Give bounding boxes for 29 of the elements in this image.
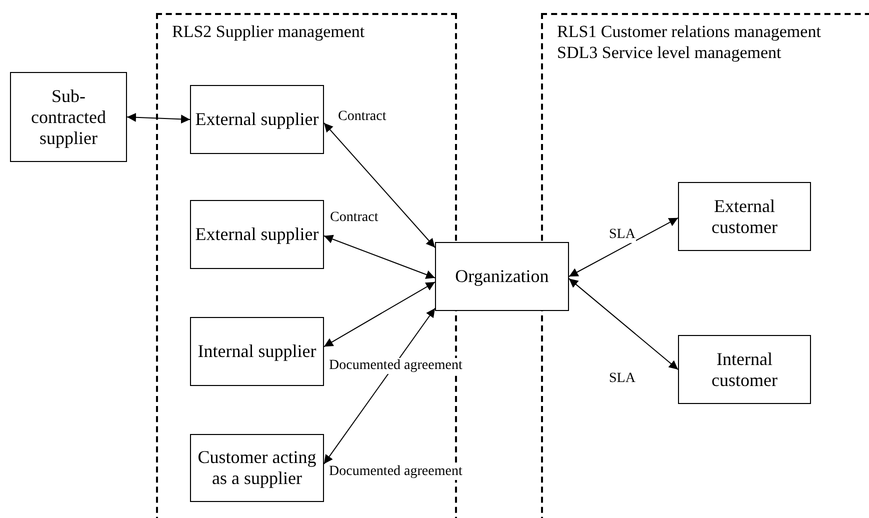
process-box <box>678 182 811 251</box>
double-arrow <box>568 217 678 277</box>
box-label: Organization <box>455 266 549 287</box>
region-heading: RLS1 Customer relations management <box>557 21 821 42</box>
double-arrow <box>568 278 678 370</box>
box-label: Internal supplier <box>198 341 316 362</box>
double-arrow <box>324 282 436 348</box>
double-arrow <box>324 122 436 248</box>
box-label: External customer <box>710 196 778 238</box>
process-box <box>678 335 811 404</box>
edge-label: SLA <box>608 227 636 243</box>
box-label: Sub- contracted supplier <box>30 86 107 148</box>
edge-label: Documented agreement <box>328 358 464 374</box>
process-box <box>190 200 324 269</box>
region-heading: SDL3 Service level management <box>557 42 782 63</box>
double-arrow <box>126 112 190 124</box>
edge-label: Documented agreement <box>328 464 464 480</box>
process-box <box>10 72 127 162</box>
region-heading: RLS2 Supplier management <box>172 21 365 42</box>
process-box <box>190 85 324 154</box>
box-label: Customer acting as a supplier <box>196 447 318 489</box>
process-box <box>435 242 569 311</box>
double-arrow <box>324 308 436 464</box>
process-box <box>190 434 324 502</box>
process-box <box>190 317 324 386</box>
box-label: Internal customer <box>710 348 778 390</box>
box-label: External supplier <box>195 224 319 245</box>
double-arrow <box>324 234 436 279</box>
box-label: External supplier <box>195 109 319 130</box>
